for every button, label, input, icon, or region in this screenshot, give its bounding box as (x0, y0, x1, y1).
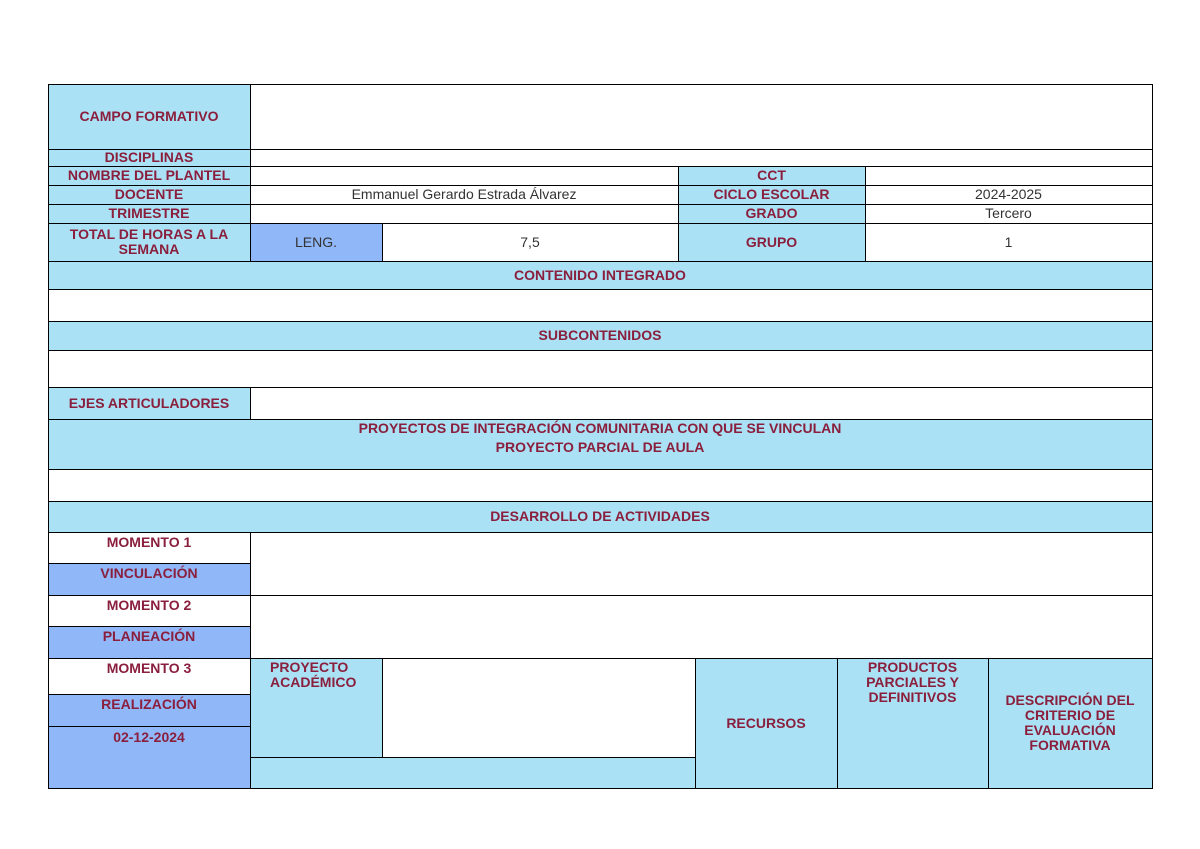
ciclo-escolar-label: CICLO ESCOLAR (678, 185, 865, 204)
grid-line (695, 658, 696, 788)
desarrollo-actividades-header: DESARROLLO DE ACTIVIDADES (48, 501, 1152, 532)
grid-line (382, 223, 383, 261)
contenido-integrado-header: CONTENIDO INTEGRADO (48, 261, 1152, 289)
momento-3-label: MOMENTO 3 (48, 658, 250, 694)
disciplinas-field[interactable] (250, 149, 1152, 166)
grid-line (48, 387, 1153, 388)
ejes-articuladores-label: EJES ARTICULADORES (48, 387, 250, 419)
trimestre-label: TRIMESTRE (48, 204, 250, 223)
productos-label: PRODUCTOS PARCIALES Y DEFINITIVOS (837, 658, 988, 788)
fecha-value: 02-12-2024 (48, 726, 250, 788)
campo-formativo-field[interactable] (250, 84, 1152, 149)
momento-2-field[interactable] (250, 595, 1152, 658)
grid-line (48, 595, 1153, 596)
momento-1-field[interactable] (250, 532, 1152, 595)
planeacion-label: PLANEACIÓN (48, 626, 250, 658)
proyecto-academico-label: PROYECTO ACADÉMICO (250, 658, 382, 757)
subcontenidos-header: SUBCONTENIDOS (48, 321, 1152, 350)
grid-line (250, 84, 251, 261)
proyecto-parcial-header: PROYECTO PARCIAL DE AULA (48, 438, 1152, 469)
grid-line (382, 658, 383, 757)
leng-label: LENG. (250, 223, 382, 261)
horas-value[interactable]: 7,5 (382, 223, 678, 261)
momento-1-label: MOMENTO 1 (48, 532, 250, 563)
ejes-articuladores-field[interactable] (250, 387, 1152, 419)
grid-line (48, 166, 1153, 167)
momento-2-label: MOMENTO 2 (48, 595, 250, 626)
grid-line (48, 469, 1153, 470)
vinculacion-label: VINCULACIÓN (48, 563, 250, 595)
grado-value[interactable]: Tercero (865, 204, 1152, 223)
grid-line (48, 321, 1153, 322)
grid-line (678, 166, 679, 261)
subcontenidos-field[interactable] (48, 350, 1152, 387)
descripcion-criterio-label: DESCRIPCIÓN DEL CRITERIO DE EVALUACIÓN F… (988, 658, 1152, 788)
grid-line (48, 626, 250, 627)
grid-line (48, 149, 1153, 150)
grid-line (988, 658, 989, 788)
realizacion-label: REALIZACIÓN (48, 694, 250, 726)
cct-field[interactable] (865, 166, 1152, 185)
grid-line (48, 658, 1153, 659)
grid-line (837, 658, 838, 788)
nombre-plantel-label: NOMBRE DEL PLANTEL (48, 166, 250, 185)
grid-line (1152, 84, 1153, 789)
disciplinas-label: DISCIPLINAS (48, 149, 250, 166)
grid-line (48, 185, 1153, 186)
ciclo-escolar-value[interactable]: 2024-2025 (865, 185, 1152, 204)
grid-line (48, 350, 1153, 351)
proyectos-integracion-header: PROYECTOS DE INTEGRACIÓN COMUNITARIA CON… (48, 419, 1152, 438)
grid-line (48, 84, 1153, 85)
grid-line (48, 84, 49, 789)
grid-line (48, 419, 1153, 420)
grid-line (48, 563, 250, 564)
contenido-integrado-field[interactable] (48, 289, 1152, 321)
grid-line (48, 532, 1153, 533)
grid-line (48, 788, 1153, 789)
grid-line (48, 289, 1153, 290)
grupo-value[interactable]: 1 (865, 223, 1152, 261)
docente-label: DOCENTE (48, 185, 250, 204)
grid-line (250, 757, 695, 758)
cct-label: CCT (678, 166, 865, 185)
nombre-plantel-field[interactable] (250, 166, 678, 185)
proyecto-academico-footer[interactable] (250, 757, 695, 788)
grid-line (48, 204, 1153, 205)
trimestre-field[interactable] (250, 204, 678, 223)
grid-line (48, 694, 250, 695)
recursos-label: RECURSOS (695, 658, 837, 788)
grid-line (48, 726, 250, 727)
grupo-label: GRUPO (678, 223, 865, 261)
grid-line (48, 223, 1153, 224)
total-horas-label: TOTAL DE HORAS A LA SEMANA (48, 223, 250, 261)
proyecto-academico-field[interactable] (382, 658, 695, 757)
docente-value[interactable]: Emmanuel Gerardo Estrada Álvarez (250, 185, 678, 204)
grid-line (865, 166, 866, 261)
grid-line (48, 501, 1153, 502)
grid-line (48, 261, 1153, 262)
grid-line (250, 387, 251, 419)
proyecto-parcial-field[interactable] (48, 469, 1152, 501)
grado-label: GRADO (678, 204, 865, 223)
campo-formativo-label: CAMPO FORMATIVO (48, 84, 250, 149)
grid-line (250, 532, 251, 788)
